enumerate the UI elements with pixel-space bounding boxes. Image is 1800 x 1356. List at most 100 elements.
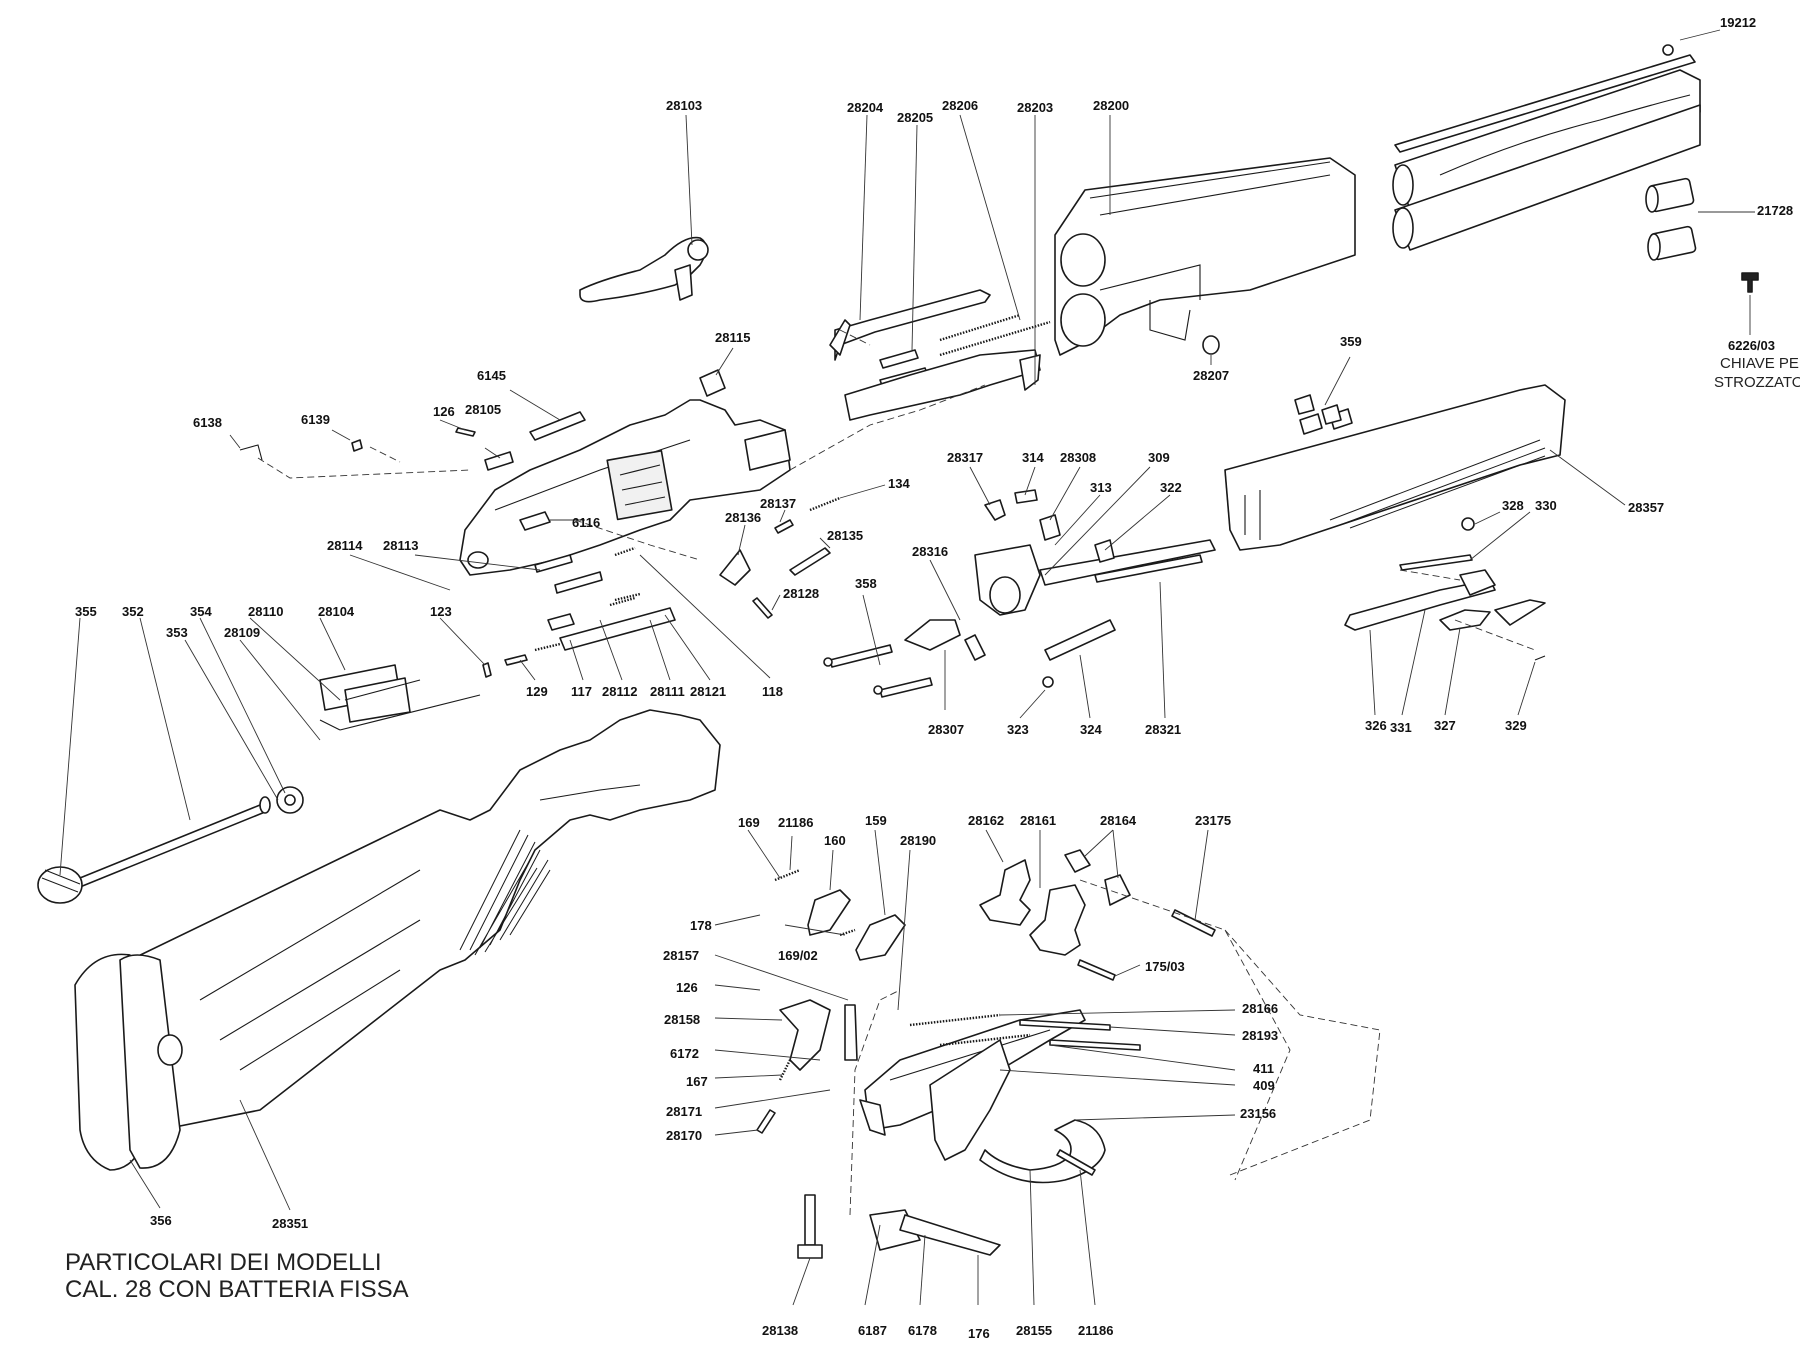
part-label: 324 [1080, 722, 1102, 737]
part-label: 329 [1505, 718, 1527, 733]
part-label: 322 [1160, 480, 1182, 495]
part-label: 28135 [827, 528, 863, 543]
part-label: 356 [150, 1213, 172, 1228]
part-label: 326 [1365, 718, 1387, 733]
part-label: 352 [122, 604, 144, 619]
diagram-caption-line1: PARTICOLARI DEI MODELLI [65, 1249, 382, 1276]
part-label: 331 [1390, 720, 1412, 735]
part-label: 353 [166, 625, 188, 640]
part-label: 6226/03 [1728, 338, 1775, 353]
choke-key-note-line1: CHIAVE PER [1720, 355, 1800, 372]
part-label: 28155 [1016, 1323, 1052, 1338]
part-label: 28113 [383, 538, 418, 553]
part-label: 28111 [650, 684, 685, 699]
part-label: 330 [1535, 498, 1557, 513]
part-label: 175/03 [1145, 959, 1185, 974]
part-label: 28115 [715, 330, 750, 345]
part-label: 28110 [248, 604, 283, 619]
part-label: 409 [1253, 1078, 1275, 1093]
part-label: 169/02 [778, 948, 818, 963]
part-label: 28114 [327, 538, 363, 553]
part-label: 21186 [778, 815, 813, 830]
part-label: 354 [190, 604, 212, 619]
part-label: 359 [1340, 334, 1362, 349]
part-label: 6139 [301, 412, 330, 427]
part-label: 28121 [690, 684, 726, 699]
part-label: 28317 [947, 450, 983, 465]
part-label: 28137 [760, 496, 796, 511]
part-label: 21728 [1757, 203, 1793, 218]
part-label: 28112 [602, 684, 637, 699]
part-label: 313 [1090, 480, 1112, 495]
part-label: 28190 [900, 833, 936, 848]
part-label: 28316 [912, 544, 948, 559]
part-label: 28308 [1060, 450, 1096, 465]
part-label: 6172 [670, 1046, 699, 1061]
part-label: 126 [676, 980, 698, 995]
part-label: 28171 [666, 1104, 702, 1119]
part-label: 28321 [1145, 722, 1181, 737]
forend-assembly [1224, 384, 1566, 661]
part-label: 314 [1022, 450, 1044, 465]
part-label: 28204 [847, 100, 884, 115]
part-label: 309 [1148, 450, 1170, 465]
part-label: 28193 [1242, 1028, 1278, 1043]
diagram-caption-line2: CAL. 28 CON BATTERIA FISSA [65, 1276, 409, 1303]
part-label: 117 [571, 684, 592, 699]
part-label: 178 [690, 918, 712, 933]
part-label: 28104 [318, 604, 355, 619]
barrels-assembly [1054, 44, 1759, 356]
part-label: 6116 [572, 515, 600, 530]
assembly-dashed-lines [257, 329, 1536, 1216]
part-label: 23175 [1195, 813, 1231, 828]
part-label: 129 [526, 684, 548, 699]
part-label: 28158 [664, 1012, 700, 1027]
part-label: 328 [1502, 498, 1524, 513]
part-label: 6138 [193, 415, 222, 430]
part-label: 28166 [1242, 1001, 1278, 1016]
cocking-parts [823, 394, 1342, 698]
part-label: 159 [865, 813, 887, 828]
part-label: 6187 [858, 1323, 887, 1338]
part-label: 123 [430, 604, 452, 619]
trigger-group [756, 849, 1216, 1259]
part-label: 176 [968, 1326, 990, 1341]
part-label: 355 [75, 604, 97, 619]
part-label: 28170 [666, 1128, 702, 1143]
part-label: 28207 [1193, 368, 1229, 383]
part-label: 28357 [1628, 500, 1664, 515]
part-label: 118 [762, 684, 783, 699]
part-label: 19212 [1720, 15, 1756, 30]
stock-assembly [37, 709, 721, 1171]
part-label: 28351 [272, 1216, 308, 1231]
part-label: 28203 [1017, 100, 1053, 115]
part-label: 28138 [762, 1323, 798, 1338]
part-label: 28206 [942, 98, 978, 113]
part-label: 28162 [968, 813, 1004, 828]
part-labels: 19212 21728 6226/03 28103 28204 28205 28… [75, 15, 1793, 1341]
part-label: 28109 [224, 625, 260, 640]
part-label: 323 [1007, 722, 1029, 737]
part-label: 28205 [897, 110, 933, 125]
part-label: 411 [1253, 1061, 1274, 1076]
part-label: 28307 [928, 722, 964, 737]
part-label: 167 [686, 1074, 708, 1089]
part-label: 28103 [666, 98, 702, 113]
leader-lines [59, 29, 1755, 1306]
part-label: 6145 [477, 368, 506, 383]
part-label: 169 [738, 815, 760, 830]
part-label: 358 [855, 576, 877, 591]
ejector-parts [829, 289, 1051, 421]
part-label: 28105 [465, 402, 501, 417]
part-label: 28128 [783, 586, 819, 601]
part-label: 126 [433, 404, 455, 419]
part-label: 28164 [1100, 813, 1137, 828]
receiver-assembly [239, 236, 841, 731]
part-label: 6178 [908, 1323, 937, 1338]
part-label: 327 [1434, 718, 1456, 733]
choke-key-note-line2: STROZZATORI [1714, 374, 1800, 391]
part-label: 23156 [1240, 1106, 1276, 1121]
part-label: 28157 [663, 948, 699, 963]
